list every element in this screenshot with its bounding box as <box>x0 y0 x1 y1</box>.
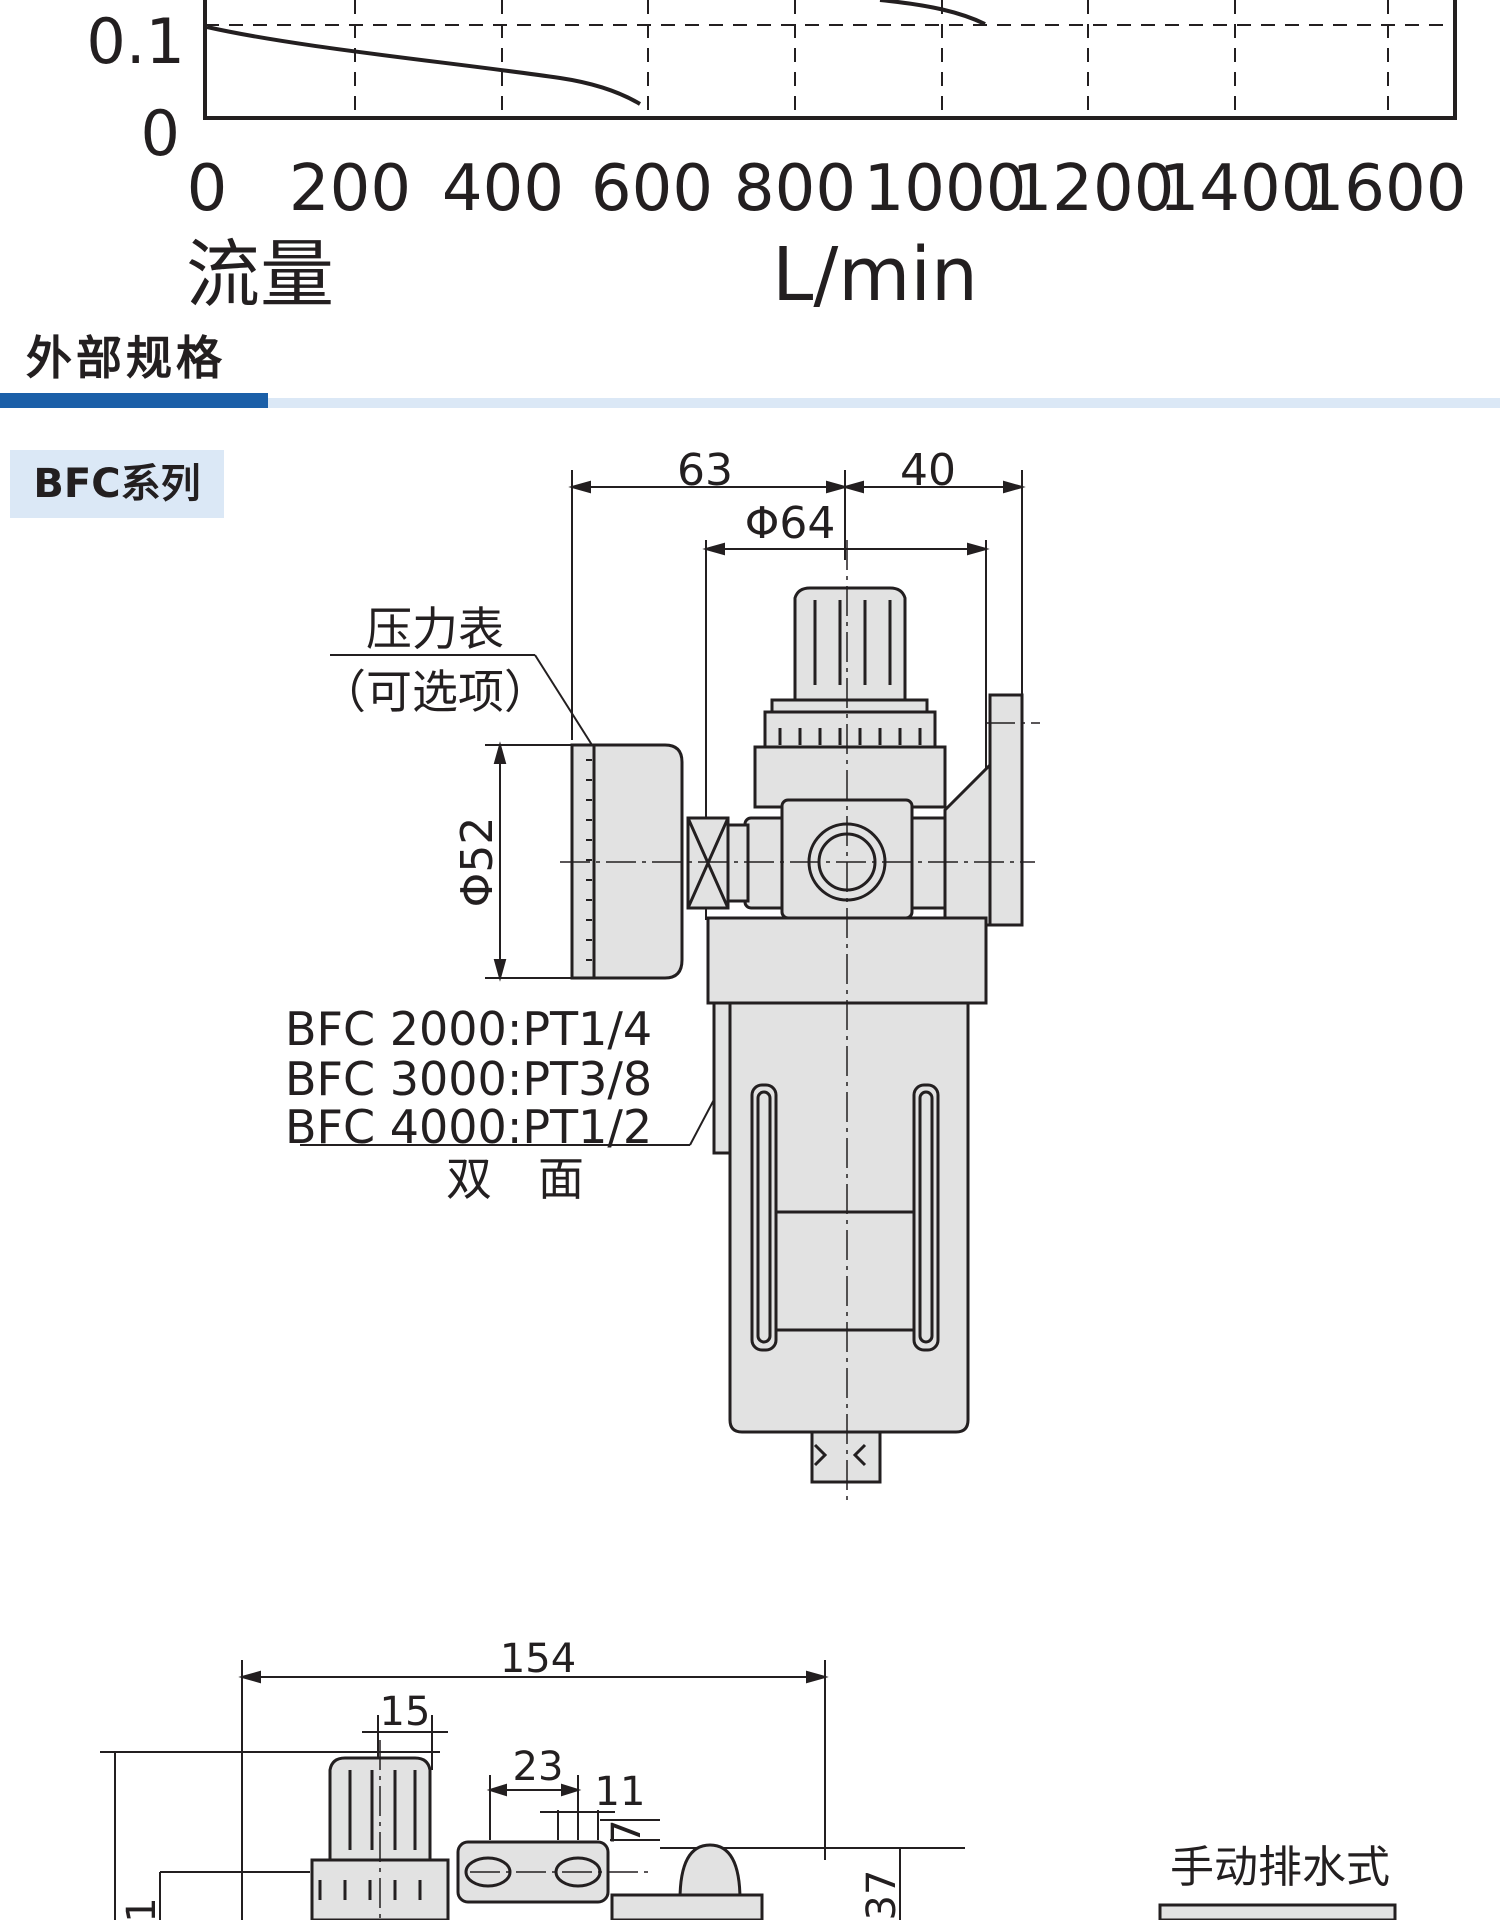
dim-154: 154 <box>500 1636 576 1682</box>
x-axis-label-unit: L/min <box>772 232 978 318</box>
series-tag: BFC系列 <box>10 450 224 518</box>
y-tick-0: 0 <box>141 97 180 170</box>
dim-40: 40 <box>900 445 956 496</box>
x-tick-1200: 1200 <box>1012 152 1175 226</box>
port-note: 双 面 <box>446 1152 584 1206</box>
section-divider <box>268 398 1500 408</box>
gauge-label: 压力表 <box>366 602 504 656</box>
x-tick-1600: 1600 <box>1304 152 1467 226</box>
dim-63: 63 <box>677 445 733 496</box>
front-view-drawing: 63 40 Φ64 Φ52 压力表 （可选项） BFC 2000:PT1/4 B… <box>285 445 1040 1505</box>
x-tick-200: 200 <box>289 152 411 226</box>
bracket <box>988 693 1024 927</box>
chart-frame <box>203 0 1457 120</box>
x-tick-400: 400 <box>442 152 564 226</box>
port-spec-4000: BFC 4000:PT1/2 <box>285 1100 652 1154</box>
dim-1: 1 <box>119 1897 165 1920</box>
x-tick-600: 600 <box>591 152 713 226</box>
curve-low <box>206 25 642 106</box>
chart-grid <box>205 0 1455 118</box>
port-spec-3000: BFC 3000:PT3/8 <box>285 1052 652 1106</box>
port-spec-2000: BFC 2000:PT1/4 <box>285 1002 652 1056</box>
filter-bowl <box>728 1001 970 1434</box>
y-tick-0.1: 0.1 <box>86 5 185 78</box>
side-view-drawing: 154 15 23 11 7 37 1 手动排水式 <box>100 1636 1397 1920</box>
dim-23: 23 <box>513 1744 564 1790</box>
x-tick-1400: 1400 <box>1159 152 1322 226</box>
x-tick-1000: 1000 <box>864 152 1027 226</box>
gauge-optional-label: （可选项） <box>320 665 550 719</box>
drain-type-label: 手动排水式 <box>1170 1842 1390 1893</box>
section-title: 外部规格 <box>26 331 226 385</box>
curve-high <box>879 0 986 26</box>
dim-15: 15 <box>380 1689 431 1735</box>
dim-37: 37 <box>859 1870 905 1920</box>
x-tick-800: 800 <box>734 152 856 226</box>
adjust-knob <box>793 586 907 702</box>
dim-11: 11 <box>595 1769 646 1815</box>
x-tick-0: 0 <box>187 152 228 226</box>
dim-phi64: Φ64 <box>745 498 836 549</box>
side-gauge-cap <box>678 1843 742 1902</box>
flow-chart: 0.1 0 0 200 400 600 800 1000 1200 1400 1… <box>86 0 1467 318</box>
section-divider-accent <box>0 393 268 408</box>
x-axis-label-cn: 流量 <box>186 232 334 318</box>
bonnet <box>753 745 947 809</box>
dim-7: 7 <box>604 1819 650 1844</box>
dim-phi52: Φ52 <box>452 817 503 908</box>
